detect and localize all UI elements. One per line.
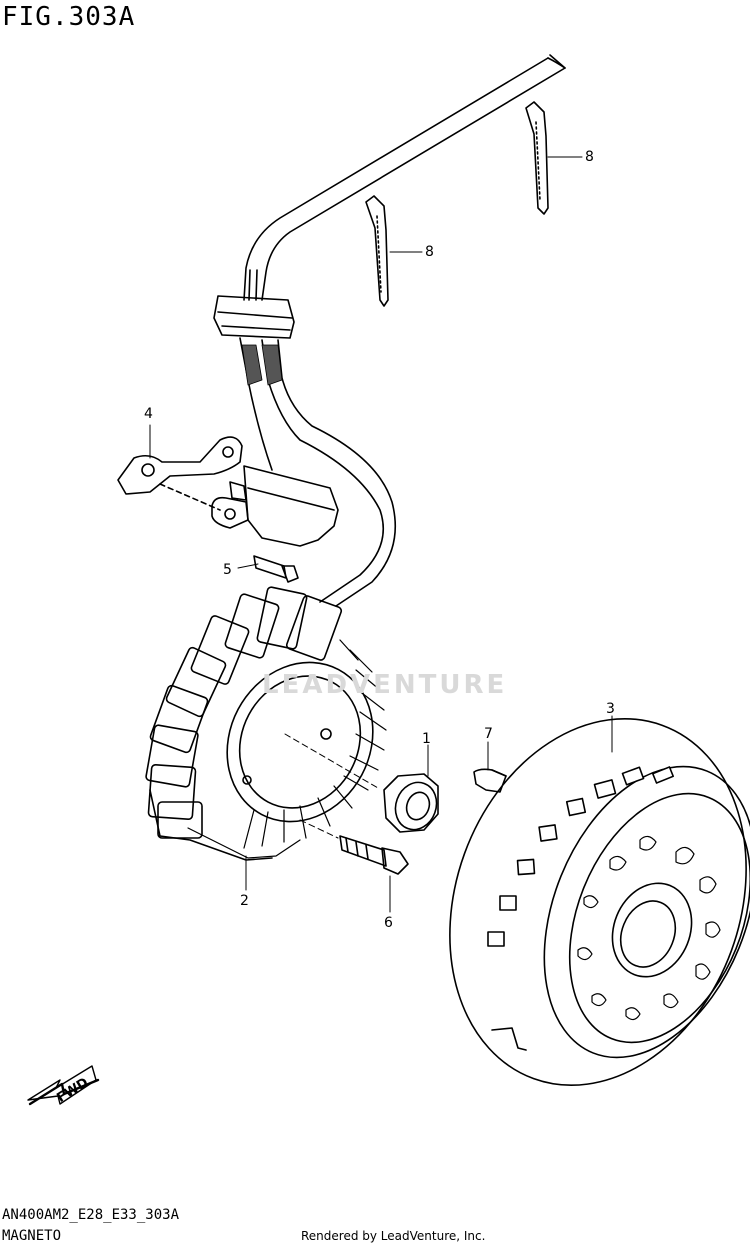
watermark: LEADVENTURE bbox=[262, 670, 508, 700]
callout-3: 3 bbox=[606, 701, 615, 717]
stator bbox=[145, 586, 387, 861]
bolt-6 bbox=[339, 835, 409, 875]
figure-code: AN400AM2_E28_E33_303A bbox=[2, 1207, 180, 1223]
callout-1: 1 bbox=[422, 731, 431, 747]
callout-8-left: 8 bbox=[425, 244, 434, 260]
render-credit: Rendered by LeadVenture, Inc. bbox=[301, 1229, 486, 1243]
callout-8-right: 8 bbox=[585, 149, 594, 165]
callout-5: 5 bbox=[223, 562, 232, 578]
callout-7: 7 bbox=[484, 726, 493, 742]
bracket bbox=[117, 436, 243, 511]
fwd-label: FWD bbox=[54, 1075, 91, 1102]
callout-2: 2 bbox=[240, 893, 249, 909]
callout-4: 4 bbox=[144, 406, 153, 422]
wiring-harness bbox=[213, 54, 566, 607]
bolt-5 bbox=[253, 555, 299, 583]
cable-clamp-right bbox=[525, 101, 549, 215]
callout-6: 6 bbox=[384, 915, 393, 931]
cable-clamp-left bbox=[365, 195, 389, 307]
figure-name: MAGNETO bbox=[2, 1228, 62, 1244]
figure-title: FIG.303A bbox=[2, 2, 136, 32]
woodruff-key bbox=[473, 768, 507, 793]
pickup-coil bbox=[211, 465, 339, 547]
fwd-label-text: FWD bbox=[54, 1075, 91, 1102]
fwd-arrow-icon bbox=[27, 1065, 100, 1106]
nut bbox=[383, 773, 439, 833]
rotor bbox=[449, 717, 750, 1087]
